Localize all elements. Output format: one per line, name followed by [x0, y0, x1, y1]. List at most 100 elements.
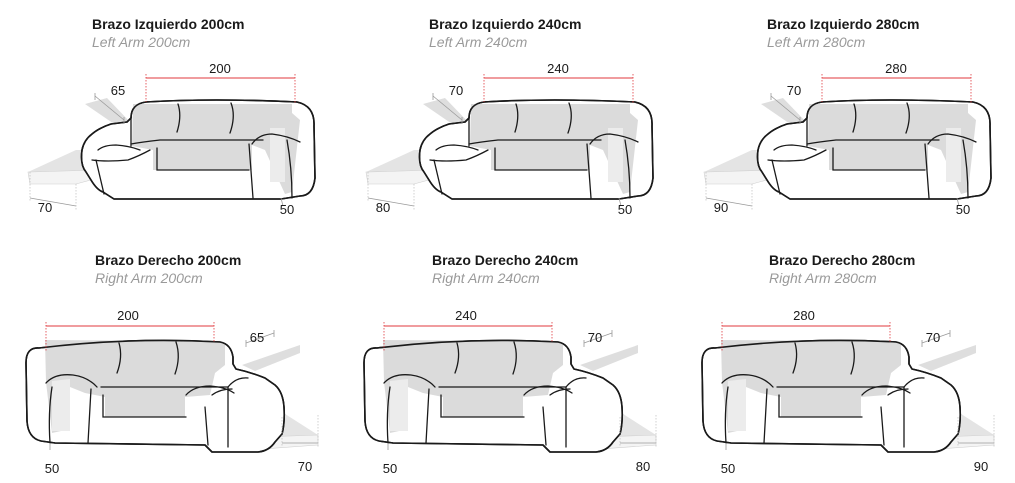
- arm-width-label: 50: [45, 461, 59, 476]
- chaise-dimension-line: [367, 197, 415, 207]
- panel-title: Brazo Izquierdo 200cm: [92, 16, 245, 32]
- depth-dimension-line: [245, 332, 275, 344]
- sofa-seam: [763, 388, 768, 444]
- sofa-outline: [25, 339, 286, 453]
- sofa-seam: [962, 139, 969, 199]
- width-label: 240: [547, 61, 569, 76]
- sofa-seam: [903, 377, 925, 388]
- sofa-seam: [549, 388, 571, 396]
- sofa-seam: [229, 102, 234, 134]
- cover-arm-strip: [52, 379, 70, 431]
- sofa-seam: [887, 388, 909, 396]
- sofa-seam: [852, 103, 857, 133]
- sofa-seam: [116, 342, 122, 374]
- chaise-width-label: 80: [636, 459, 650, 474]
- sofa-seam: [211, 388, 233, 396]
- sofa-outline: [418, 99, 654, 200]
- sofa-seam: [905, 102, 910, 134]
- sofa-seam: [767, 149, 827, 162]
- cover-stripe: [423, 98, 470, 128]
- sofa-seam: [778, 394, 863, 418]
- sofa-seam: [429, 149, 489, 162]
- panel-left-arm-280: Brazo Izquierdo 280cm Left Arm 280cm 280…: [676, 0, 1014, 241]
- sofa-seam: [97, 144, 141, 151]
- sofa-seam: [721, 374, 774, 388]
- sofa-seam: [542, 406, 547, 446]
- width-label: 240: [455, 308, 477, 323]
- sofa-seam: [771, 159, 781, 195]
- chaise-dimension-line: [705, 197, 753, 207]
- sofa-outline: [363, 339, 624, 453]
- arm-dimension-line: [956, 197, 960, 207]
- arm-width-label: 50: [383, 461, 397, 476]
- sofa-seam: [512, 341, 517, 375]
- sofa-seam: [425, 388, 430, 444]
- depth-dimension-line: [921, 332, 951, 344]
- sofa-seam: [386, 386, 391, 444]
- width-label: 280: [885, 61, 907, 76]
- chaise-top: [366, 150, 436, 172]
- arm-width-label: 50: [280, 202, 294, 217]
- arm-width-label: 50: [956, 202, 970, 217]
- sofa-seam: [586, 143, 592, 199]
- sofa-seam: [176, 103, 181, 133]
- sofa-seam: [850, 341, 855, 375]
- sofa-seam: [251, 133, 301, 145]
- sofa-seam: [383, 374, 436, 388]
- sofa-seam: [567, 102, 572, 134]
- depth-label: 70: [449, 83, 463, 98]
- chaise-width-label: 70: [298, 459, 312, 474]
- arm-dimension-line: [618, 197, 622, 207]
- sofa-seam: [435, 144, 479, 151]
- depth-dimension-line: [432, 95, 463, 121]
- sofa-seam: [792, 342, 798, 374]
- sofa-seam: [514, 103, 519, 133]
- depth-label: 65: [250, 330, 264, 345]
- panel-left-arm-240: Brazo Izquierdo 240cm Left Arm 240cm 240…: [338, 0, 676, 241]
- sofa-seam: [468, 139, 602, 145]
- sofa-seam: [102, 394, 187, 418]
- panel-subtitle: Left Arm 280cm: [767, 34, 866, 50]
- width-label: 280: [793, 308, 815, 323]
- sofa-seam: [156, 147, 250, 171]
- sofa-outline: [80, 99, 316, 200]
- cover-stripe: [242, 345, 300, 371]
- sofa-seam: [832, 147, 926, 171]
- chaise-top: [704, 150, 774, 172]
- arm-width-label: 50: [721, 461, 735, 476]
- chaise-width-label: 90: [714, 200, 728, 215]
- sofa-seam: [45, 374, 98, 388]
- panel-title: Brazo Derecho 280cm: [769, 252, 916, 268]
- cover-arm-strip: [946, 128, 961, 182]
- panel-subtitle: Left Arm 200cm: [92, 34, 191, 50]
- panel-subtitle: Left Arm 240cm: [429, 34, 528, 50]
- cover-stripe: [85, 98, 132, 128]
- width-label: 200: [209, 61, 231, 76]
- chaise-width-label: 90: [974, 459, 988, 474]
- panel-title: Brazo Izquierdo 280cm: [767, 16, 920, 32]
- sofa-seam: [87, 388, 92, 444]
- sofa-seam: [433, 159, 443, 195]
- sofa-seam: [248, 143, 254, 199]
- chaise-width-label: 80: [376, 200, 390, 215]
- sofa-seam: [204, 406, 209, 446]
- depth-label: 65: [111, 83, 125, 98]
- depth-dimension-line: [94, 95, 125, 121]
- sofa-seam: [494, 147, 588, 171]
- panel-subtitle: Right Arm 280cm: [769, 270, 877, 286]
- cover-arm-strip: [728, 379, 746, 431]
- sofa-seam: [454, 342, 460, 374]
- arm-dimension-line: [280, 197, 284, 207]
- sofa-outline: [756, 99, 992, 200]
